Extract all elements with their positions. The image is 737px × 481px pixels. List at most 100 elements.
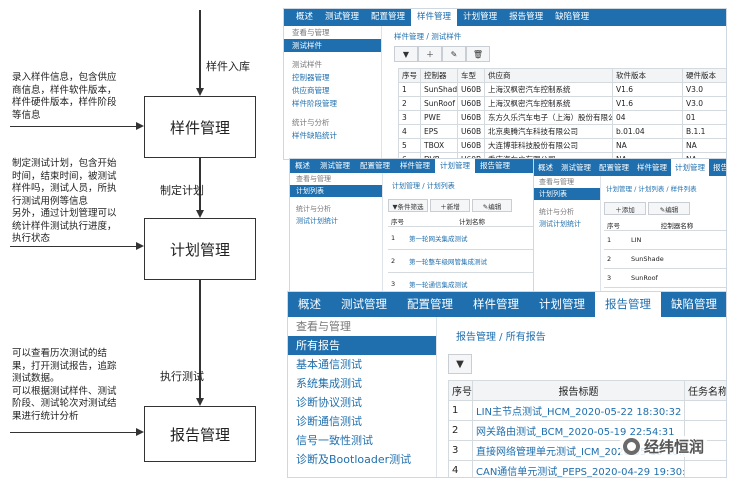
tab-item[interactable]: 概述 (538, 163, 553, 172)
sidebar-item[interactable]: 基本通信测试 (296, 358, 362, 371)
table-cell[interactable]: 第一轮整车级网管集成测试 (406, 249, 535, 273)
tab-item[interactable]: 样件管理 (400, 161, 430, 170)
top-nav: 概述 测试管理 配置管理 样件管理 计划管理报告管理缺陷管理 (288, 292, 726, 317)
tab-item[interactable]: 报告管理 (595, 292, 661, 317)
filter-button[interactable]: ▼ (394, 46, 418, 62)
tab-item[interactable]: 配置管理 (360, 161, 390, 170)
tab-item[interactable]: 缺陷管理 (671, 297, 717, 311)
table-cell: V1.6 (612, 96, 683, 111)
sidebar-item[interactable]: 系统集成测试 (296, 377, 362, 390)
col-header: 序号 (398, 68, 421, 83)
tab-item[interactable]: 配置管理 (407, 297, 453, 311)
table-header-row: 序号 报告标题 任务名称 (448, 380, 726, 401)
sidebar-item[interactable]: 诊断通信测试 (296, 415, 362, 428)
sidebar-item[interactable]: 诊断协议测试 (296, 396, 362, 409)
tab-item[interactable]: 配置管理 (371, 12, 406, 22)
tab-item[interactable]: 缺陷管理 (555, 12, 590, 22)
tab-item[interactable]: 计划管理 (463, 12, 498, 22)
table-cell: LIN (628, 230, 726, 250)
table-cell[interactable]: 第一轮网关集成测试 (406, 226, 535, 250)
add-button[interactable]: ＋ (418, 46, 442, 62)
tab-item[interactable]: 计划管理 (539, 297, 585, 311)
sidebar-item[interactable]: 测试计划统计 (296, 217, 338, 225)
tab-item[interactable]: 概述 (295, 161, 310, 170)
tab-item[interactable]: 样件管理 (473, 297, 519, 311)
tab-item[interactable]: 测试管理 (325, 12, 360, 22)
table-cell[interactable]: LIN主节点测试_HCM_2020-05-22 18:30:32 (472, 400, 685, 421)
edit-button[interactable]: ✎编辑 (472, 199, 512, 212)
col-header: 序号 (448, 380, 473, 401)
table-header-row: 序号 控制器名称 (604, 219, 726, 231)
sidebar-item[interactable]: 计划列表 (290, 185, 382, 197)
sidebar-section-header: 查看与管理 (296, 175, 331, 183)
table-cell: SunRoof (420, 96, 458, 111)
sidebar-section-header: 查看与管理 (292, 28, 330, 37)
sidebar-item[interactable]: 信号一致性测试 (296, 434, 373, 447)
table-row[interactable]: 1SunShadeU60B上海汉枫密汽车控制系统V1.6V3.0 (398, 82, 726, 97)
top-nav: 概述 测试管理 配置管理 样件管理计划管理报告管理 (290, 159, 535, 173)
sidebar-item[interactable]: 诊断及Bootloader测试 (296, 453, 412, 466)
tab-item[interactable]: 样件管理 (411, 9, 458, 26)
sidebar-item[interactable]: 计划列表 (534, 188, 600, 200)
table-cell: 2 (388, 249, 406, 273)
add-button[interactable]: ＋添加 (604, 202, 646, 215)
tab-item[interactable]: 测试管理 (320, 161, 350, 170)
edit-button[interactable]: ✎编辑 (648, 202, 690, 215)
sidebar-item[interactable]: 测试计划统计 (539, 220, 581, 228)
table-cell: 5 (398, 138, 421, 153)
tab-item[interactable]: 概述 (296, 12, 314, 22)
tab-item[interactable]: 报告管理 (480, 161, 510, 170)
tab-item[interactable]: 样件管理 (637, 163, 667, 172)
tab-item[interactable]: 测试管理 (561, 163, 591, 172)
plan-list-screenshot: 概述 测试管理 配置管理 样件管理计划管理报告管理 查看与管理计划列表统计与分析测试计… (289, 158, 536, 292)
sidebar-item[interactable]: 样件阶段管理 (292, 99, 337, 108)
note-plan: 制定测试计划，包含开始时间，结束时间，被测试 样件吗，测试人员，所执行测试用例等… (12, 158, 117, 244)
arrow-right-icon (136, 428, 144, 436)
filter-button[interactable]: ▼ (448, 354, 472, 374)
sidebar-item[interactable]: 供应商管理 (292, 86, 330, 95)
table-cell: 3 (388, 272, 406, 291)
tab-item[interactable]: 测试管理 (341, 297, 387, 311)
sample-management-screenshot: 概述测试管理配置管理样件管理计划管理报告管理缺陷管理 查看与管理测试样件测试样件… (283, 8, 727, 160)
tab-item[interactable]: 报告管理 (713, 163, 727, 172)
tab-item[interactable]: 计划管理 (435, 159, 475, 173)
table-cell: V3.0 (682, 82, 726, 97)
breadcrumb: 计划管理 / 计划列表 / 样件列表 (606, 185, 697, 193)
tab-item[interactable]: 报告管理 (509, 12, 544, 22)
sidebar-item[interactable]: 样件缺陷统计 (292, 131, 337, 140)
filter-button[interactable]: ▼条件筛选 (388, 199, 428, 212)
tab-item[interactable]: 概述 (298, 297, 321, 311)
add-button[interactable]: ＋新增 (430, 199, 470, 212)
tab-item[interactable]: 配置管理 (599, 163, 629, 172)
sidebar-item[interactable]: 测试样件 (284, 39, 381, 52)
table-header-row: 序号 控制器 车型 供应商 软件版本 硬件版本 (398, 68, 726, 83)
table-cell: EPS (420, 124, 458, 139)
sidebar-item[interactable]: 所有报告 (288, 336, 436, 355)
edit-button[interactable]: ✎ (442, 46, 466, 62)
tab-item[interactable]: 计划管理 (671, 159, 709, 176)
sidebar-section-header: 统计与分析 (296, 205, 331, 213)
sample-table: 序号 控制器 车型 供应商 软件版本 硬件版本 1SunShadeU60B上海汉… (398, 68, 726, 159)
arrow-right-icon (136, 242, 144, 250)
table-cell: 上海汉枫密汽车控制系统 (484, 82, 613, 97)
sidebar-item[interactable]: 控制器管理 (292, 73, 330, 82)
table-cell[interactable]: 第一轮通信集成测试 (406, 272, 535, 291)
table-cell[interactable]: CAN通信单元测试_PEPS_2020-04-29 19:30:28 (472, 460, 685, 477)
table-row[interactable]: 6DVRU60B重庆汽车广有限公司NANA (398, 152, 726, 159)
delete-button[interactable]: 🗑 (466, 46, 490, 62)
